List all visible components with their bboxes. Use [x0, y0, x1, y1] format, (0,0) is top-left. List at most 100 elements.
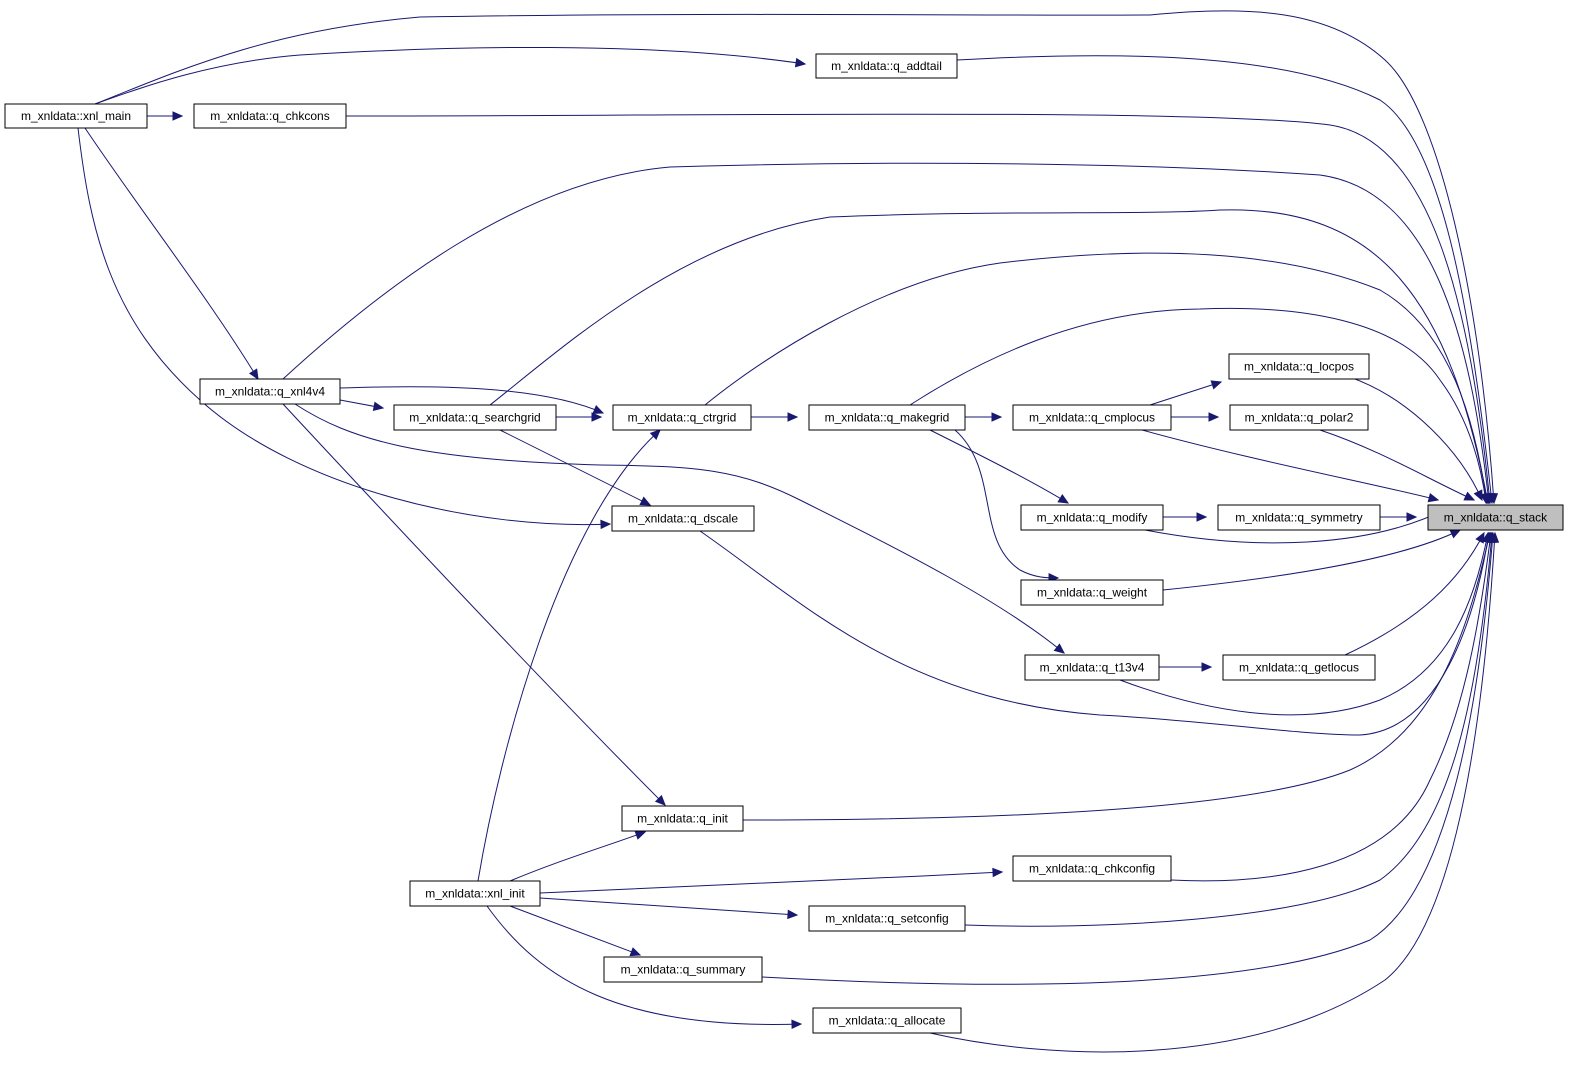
- node-q-makegrid[interactable]: m_xnldata::q_makegrid: [808, 404, 966, 431]
- node-q-allocate[interactable]: m_xnldata::q_allocate: [812, 1007, 962, 1034]
- node-q-xnl4v4-label: m_xnldata::q_xnl4v4: [215, 385, 325, 399]
- edge-q-weight-to-q-stack-line: [1162, 529, 1461, 591]
- edge-q-weight-to-q-stack-arrowhead: [1449, 529, 1462, 539]
- node-q-locpos[interactable]: m_xnldata::q_locpos: [1228, 353, 1370, 380]
- call-graph-nodes: m_xnldata::q_stack m_xnldata::xnl_main m…: [4, 53, 1564, 1034]
- edge-q-dscale-to-q-stack-line: [699, 530, 1490, 736]
- edge-q-chkcons-to-q-stack: [345, 113, 1494, 505]
- edge-q-init-to-q-stack-line: [742, 532, 1491, 821]
- edge-xnl-main-to-q-stack-top-line: [94, 10, 1495, 504]
- edge-q-t13v4-to-q-getlocus-arrowhead: [1201, 662, 1213, 672]
- node-q-getlocus[interactable]: m_xnldata::q_getlocus: [1222, 654, 1376, 681]
- edge-q-cmplocus-to-q-locpos: [1149, 380, 1223, 406]
- edge-q-allocate-to-q-stack-arrowhead: [1489, 531, 1500, 543]
- edge-q-addtail-to-q-stack-line: [956, 55, 1493, 504]
- node-q-modify[interactable]: m_xnldata::q_modify: [1020, 504, 1164, 531]
- edge-q-makegrid-to-q-modify: [929, 429, 1070, 504]
- node-q-xnl4v4[interactable]: m_xnldata::q_xnl4v4: [199, 378, 341, 405]
- edge-q-allocate-to-q-stack-line: [929, 532, 1496, 1053]
- edge-q-locpos-to-q-stack: [1354, 378, 1483, 502]
- edge-q-modify-to-q-symmetry-arrowhead: [1196, 512, 1208, 522]
- edge-xnl-main-to-q-addtail-arrowhead: [794, 57, 807, 68]
- edge-xnl-init-to-q-allocate-arrowhead: [791, 1019, 803, 1030]
- edge-xnl-init-to-q-summary-arrowhead: [629, 947, 642, 957]
- node-q-init[interactable]: m_xnldata::q_init: [621, 805, 744, 832]
- edge-q-makegrid-to-q-stack-line: [909, 307, 1487, 504]
- node-q-stack[interactable]: m_xnldata::q_stack: [1427, 504, 1564, 531]
- edge-q-cmplocus-to-q-stack: [1141, 429, 1440, 503]
- node-q-weight[interactable]: m_xnldata::q_weight: [1020, 579, 1164, 606]
- edge-xnl-main-to-q-chkcons-arrowhead: [172, 111, 184, 121]
- node-q-symmetry[interactable]: m_xnldata::q_symmetry: [1217, 504, 1381, 531]
- edge-xnl-init-to-q-ctrgrid: [477, 429, 661, 882]
- edge-xnl-init-to-q-ctrgrid-arrowhead: [649, 429, 661, 440]
- edge-q-ctrgrid-to-q-makegrid-arrowhead: [787, 412, 799, 422]
- node-q-stack-label: m_xnldata::q_stack: [1444, 511, 1548, 525]
- edge-q-setconfig-to-q-stack-line: [964, 532, 1493, 927]
- edge-q-xnl4v4-to-q-stack: [282, 162, 1493, 505]
- edge-q-makegrid-to-q-modify-arrowhead: [1057, 494, 1070, 504]
- node-q-allocate-label: m_xnldata::q_allocate: [829, 1014, 946, 1028]
- edge-xnl-init-to-q-setconfig-arrowhead: [787, 909, 799, 920]
- node-q-chkconfig[interactable]: m_xnldata::q_chkconfig: [1012, 855, 1172, 882]
- edge-q-cmplocus-to-q-locpos-line: [1149, 381, 1222, 406]
- node-q-setconfig[interactable]: m_xnldata::q_setconfig: [808, 905, 966, 932]
- node-q-polar2[interactable]: m_xnldata::q_polar2: [1229, 404, 1369, 431]
- node-q-cmplocus-label: m_xnldata::q_cmplocus: [1029, 411, 1155, 425]
- node-q-ctrgrid[interactable]: m_xnldata::q_ctrgrid: [612, 404, 752, 431]
- edge-q-getlocus-to-q-stack: [1344, 531, 1485, 656]
- edge-q-xnl4v4-to-q-init: [282, 403, 666, 806]
- edge-xnl-main-to-q-chkcons: [147, 111, 184, 121]
- node-q-t13v4[interactable]: m_xnldata::q_t13v4: [1024, 654, 1160, 681]
- edge-q-xnl4v4-to-q-init-line: [282, 403, 666, 806]
- edge-q-cmplocus-to-q-stack-line: [1141, 429, 1439, 501]
- node-q-dscale[interactable]: m_xnldata::q_dscale: [611, 505, 755, 532]
- node-q-summary[interactable]: m_xnldata::q_summary: [603, 956, 763, 983]
- node-q-addtail-label: m_xnldata::q_addtail: [831, 59, 942, 73]
- edge-q-polar2-to-q-stack-arrowhead: [1463, 491, 1476, 501]
- edge-q-searchgrid-to-q-ctrgrid-arrowhead: [591, 412, 603, 422]
- node-q-ctrgrid-label: m_xnldata::q_ctrgrid: [628, 411, 737, 425]
- edge-q-addtail-to-q-stack: [956, 55, 1496, 505]
- edge-q-cmplocus-to-q-stack-arrowhead: [1427, 493, 1440, 503]
- node-xnl-init[interactable]: m_xnldata::xnl_init: [409, 880, 541, 907]
- edge-xnl-main-to-q-dscale: [77, 127, 612, 530]
- edge-q-xnl4v4-to-q-t13v4-line: [294, 403, 1065, 654]
- edge-q-xnl4v4-to-q-ctrgrid: [339, 386, 605, 414]
- edge-q-ctrgrid-to-q-stack: [704, 252, 1491, 505]
- edge-q-dscale-to-q-stack: [699, 530, 1493, 736]
- edge-q-ctrgrid-to-q-stack-line: [704, 252, 1488, 504]
- edge-q-xnl4v4-to-q-t13v4: [294, 403, 1065, 654]
- node-q-t13v4-label: m_xnldata::q_t13v4: [1040, 661, 1145, 675]
- node-q-getlocus-label: m_xnldata::q_getlocus: [1239, 661, 1359, 675]
- node-q-chkconfig-label: m_xnldata::q_chkconfig: [1029, 862, 1155, 876]
- edge-q-modify-to-q-stack-line: [1144, 505, 1453, 544]
- edge-q-makegrid-to-q-cmplocus: [965, 412, 1003, 422]
- edge-q-searchgrid-to-q-stack-line: [489, 209, 1489, 504]
- edge-q-allocate-to-q-stack: [929, 531, 1500, 1053]
- call-graph-edges: [77, 10, 1500, 1053]
- edge-q-ctrgrid-to-q-makegrid: [751, 412, 799, 422]
- edge-xnl-init-to-q-init-arrowhead: [634, 830, 647, 840]
- edge-xnl-main-to-q-xnl4v4-arrowhead: [248, 368, 259, 381]
- edge-xnl-main-to-q-addtail-line: [94, 46, 806, 105]
- node-q-cmplocus[interactable]: m_xnldata::q_cmplocus: [1012, 404, 1172, 431]
- edge-q-summary-to-q-stack-line: [761, 532, 1494, 985]
- edge-q-makegrid-to-q-weight-line: [954, 429, 1059, 579]
- edge-q-locpos-to-q-stack-line: [1354, 378, 1483, 501]
- node-q-polar2-label: m_xnldata::q_polar2: [1245, 411, 1354, 425]
- edge-q-cmplocus-to-q-locpos-arrowhead: [1210, 380, 1223, 390]
- edge-q-chkconfig-to-q-stack: [1170, 531, 1495, 882]
- edge-q-makegrid-to-q-stack-arrowhead: [1479, 492, 1490, 505]
- edge-q-symmetry-to-q-stack: [1380, 512, 1418, 522]
- edge-xnl-main-to-q-xnl4v4-line: [84, 127, 259, 380]
- edge-xnl-main-to-q-addtail: [94, 46, 807, 105]
- edge-xnl-init-to-q-init-line: [509, 831, 646, 882]
- node-q-searchgrid[interactable]: m_xnldata::q_searchgrid: [393, 404, 557, 431]
- edge-q-getlocus-to-q-stack-line: [1344, 532, 1485, 656]
- node-xnl-main[interactable]: m_xnldata::xnl_main: [4, 103, 148, 129]
- edge-q-polar2-to-q-stack: [1319, 429, 1476, 501]
- edge-q-makegrid-to-q-cmplocus-arrowhead: [991, 412, 1003, 422]
- node-q-chkcons[interactable]: m_xnldata::q_chkcons: [193, 103, 347, 129]
- node-q-addtail[interactable]: m_xnldata::q_addtail: [815, 53, 958, 79]
